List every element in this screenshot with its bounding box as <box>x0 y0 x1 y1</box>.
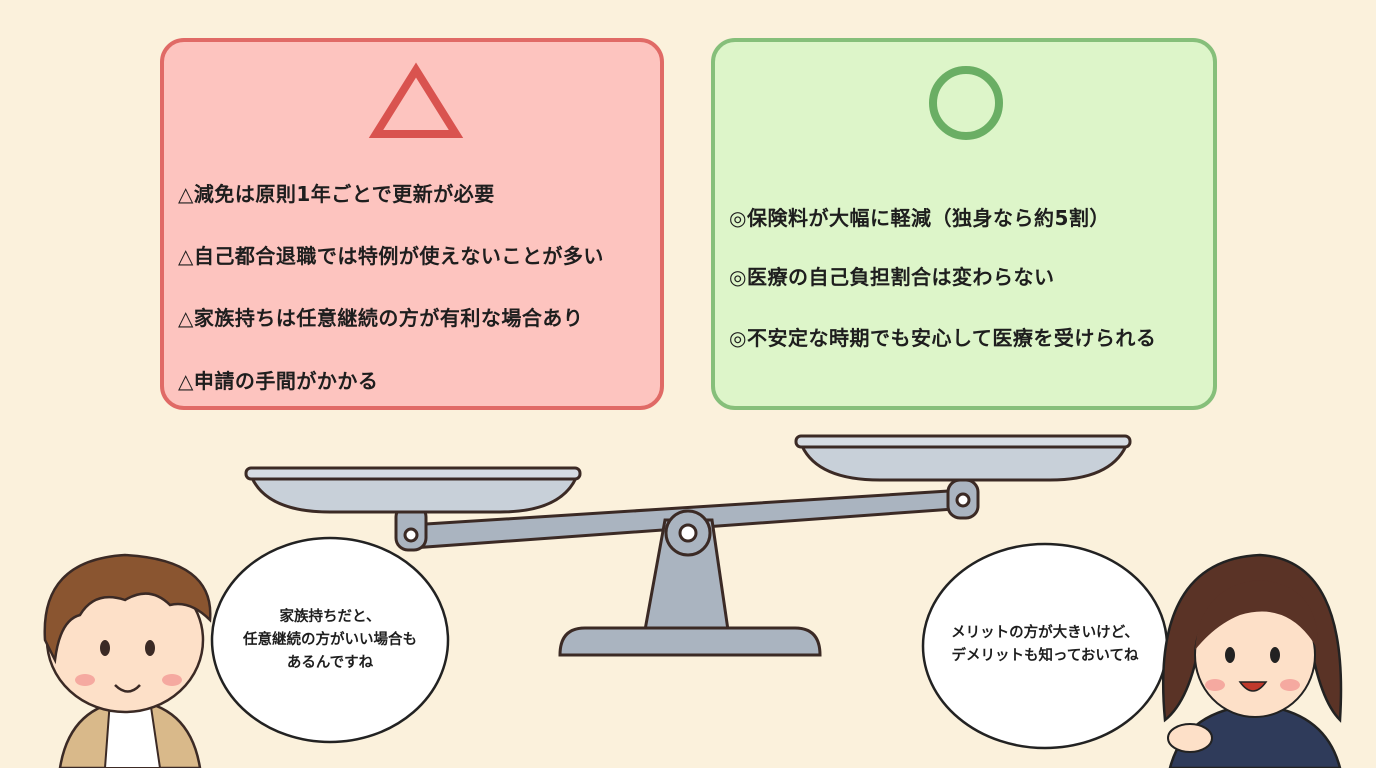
speech-line: デメリットも知っておいてね <box>951 648 1139 664</box>
speech-line: メリットの方が大きいけど、 <box>951 625 1139 641</box>
boy-character <box>43 553 212 768</box>
speech-bubble-left <box>210 536 450 744</box>
pros-item: ◎医療の自己負担割合は変わらない <box>729 265 1055 289</box>
cons-panel: △減免は原則1年ごとで更新が必要 △自己都合退職では特例が使えないことが多い △… <box>160 38 664 410</box>
speech-text-right: メリットの方が大きいけど、 デメリットも知っておいてね <box>930 622 1160 668</box>
cons-item: △減免は原則1年ごとで更新が必要 <box>178 182 495 206</box>
cons-item: △申請の手間がかかる <box>178 369 379 393</box>
circle-icon <box>929 66 1003 140</box>
triangle-icon <box>368 62 464 138</box>
speech-text-left: 家族持ちだと、 任意継続の方がいい場合も あるんですね <box>230 606 430 675</box>
speech-line: 家族持ちだと、 <box>279 609 381 625</box>
speech-line: あるんですね <box>286 655 374 671</box>
cons-item: △自己都合退職では特例が使えないことが多い <box>178 244 604 268</box>
pros-item: ◎不安定な時期でも安心して医療を受けられる <box>729 326 1157 350</box>
pros-item: ◎保険料が大幅に軽減（独身なら約5割） <box>729 206 1110 230</box>
pros-panel: ◎保険料が大幅に軽減（独身なら約5割） ◎医療の自己負担割合は変わらない ◎不安… <box>711 38 1217 410</box>
speech-line: 任意継続の方がいい場合も <box>243 632 417 648</box>
woman-character <box>1161 553 1343 768</box>
cons-item: △家族持ちは任意継続の方が有利な場合あり <box>178 306 584 330</box>
